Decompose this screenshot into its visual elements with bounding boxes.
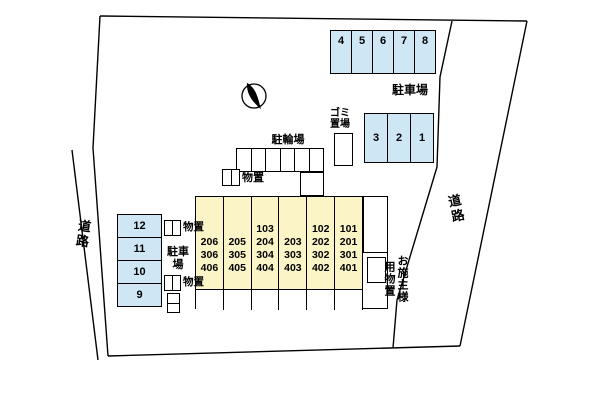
west-road-line: [71, 149, 99, 361]
owner-storage-box: [367, 257, 386, 283]
parking-stall: 1: [410, 113, 434, 163]
building-annex: [363, 197, 387, 253]
unit-cell: 103 204 304 404: [251, 197, 280, 289]
east-road-line: [459, 20, 528, 347]
parking-stall: 2: [387, 113, 411, 163]
parking-stall: 4: [330, 30, 352, 74]
east-property-line: [392, 20, 453, 349]
parking-lot-label-left: 駐車 場: [167, 246, 189, 271]
parking-stall: 12: [117, 214, 162, 238]
parking-stalls-top: 4 5 6 7 8: [330, 30, 436, 74]
stair-box: [300, 172, 324, 196]
bicycle-rack: [236, 148, 324, 172]
garbage-area-box: [334, 133, 353, 166]
parking-stall: 7: [393, 30, 415, 74]
entry-row: [196, 289, 363, 310]
parking-stall: 3: [364, 113, 388, 163]
unit-cell: 206 306 406: [196, 197, 224, 289]
bicycle-parking-label: 駐輪場: [271, 134, 305, 146]
compass-icon: [241, 82, 267, 110]
apartment-building: 206 306 406 205 305 405 103 204 304 404 …: [195, 196, 388, 310]
garbage-area-label: ゴミ 置場: [330, 108, 350, 131]
unit-cell: 101 201 301 401: [335, 197, 363, 289]
parking-stalls-left: 12 11 10 9: [117, 214, 162, 307]
unit-cell: 203 303 403: [279, 197, 308, 289]
northwest-boundary-line: [92, 15, 101, 149]
parking-stall: 10: [117, 260, 162, 284]
parking-stalls-right: 3 2 1: [364, 113, 434, 163]
parking-lot-label-top: 駐車場: [391, 83, 428, 97]
owner-storage-label-col1: お施主様: [396, 255, 408, 303]
storage-label-mid: 物置: [183, 221, 204, 233]
unit-cell: 205 305 405: [223, 197, 252, 289]
parking-stall: 6: [372, 30, 394, 74]
north-boundary-line: [99, 15, 528, 22]
storage-box-top: [222, 169, 240, 186]
storage-box-mid: [164, 220, 181, 236]
parking-stall: 5: [351, 30, 373, 74]
storage-label-low: 物置: [183, 276, 204, 288]
south-boundary-line: [107, 345, 461, 357]
small-storage-box: [167, 293, 180, 313]
storage-box-low: [164, 275, 181, 291]
west-property-line: [92, 147, 109, 357]
parking-stall: 8: [414, 30, 436, 74]
unit-cells: 206 306 406 205 305 405 103 204 304 404 …: [196, 197, 363, 289]
storage-label-top: 物置: [242, 172, 264, 184]
unit-cell: 102 202 302 402: [307, 197, 336, 289]
parking-stall: 9: [117, 283, 162, 307]
parking-stall: 11: [117, 237, 162, 261]
owner-storage-label-col2: 用物置: [383, 261, 395, 297]
